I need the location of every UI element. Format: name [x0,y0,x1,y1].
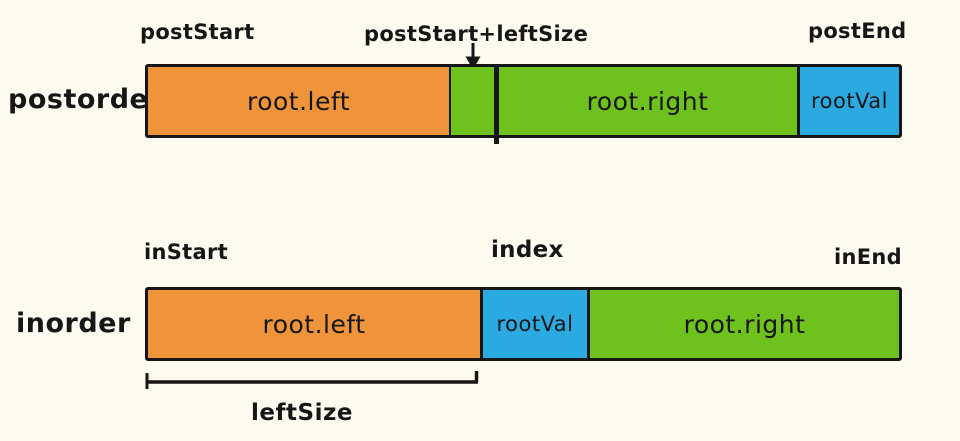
postorder-root-right-label: root.right [586,86,709,116]
inorder-root-right-segment: root.right [587,290,899,358]
postorder-row-label: postorder [8,84,163,115]
postorder-root-right-segment: root.right [498,67,797,135]
inorder-root-left-segment: root.left [148,290,480,358]
inorder-rootval-segment: rootVal [480,290,587,358]
postorder-root-left-segment: root.left [148,67,449,135]
postorder-split-marker [494,64,499,144]
inorder-rootval-label: rootVal [496,312,574,336]
postStart-pointer-label: postStart [140,20,255,44]
postEnd-pointer-label: postEnd [808,19,907,43]
index-pointer-label: index [491,237,564,263]
down-arrow-icon [465,43,481,70]
inorder-root-right-label: root.right [683,309,806,339]
postorder-rootval-label: rootVal [810,89,889,113]
postorder-spacer-segment [449,67,498,135]
inorder-root-left-label: root.left [262,309,366,339]
postorder-root-left-label: root.left [246,86,351,116]
postStart-plus-leftSize-pointer-label: postStart+leftSize [364,22,589,46]
leftsize-label: leftSize [251,400,353,426]
inorder-array-bar: root.left rootVal root.right [145,287,902,361]
inEnd-pointer-label: inEnd [834,245,902,269]
inorder-row-label: inorder [16,308,131,339]
inStart-pointer-label: inStart [144,240,228,264]
postorder-array-bar: root.left root.right rootVal [145,64,902,138]
postorder-rootval-segment: rootVal [797,67,899,135]
leftsize-bracket [145,371,479,389]
